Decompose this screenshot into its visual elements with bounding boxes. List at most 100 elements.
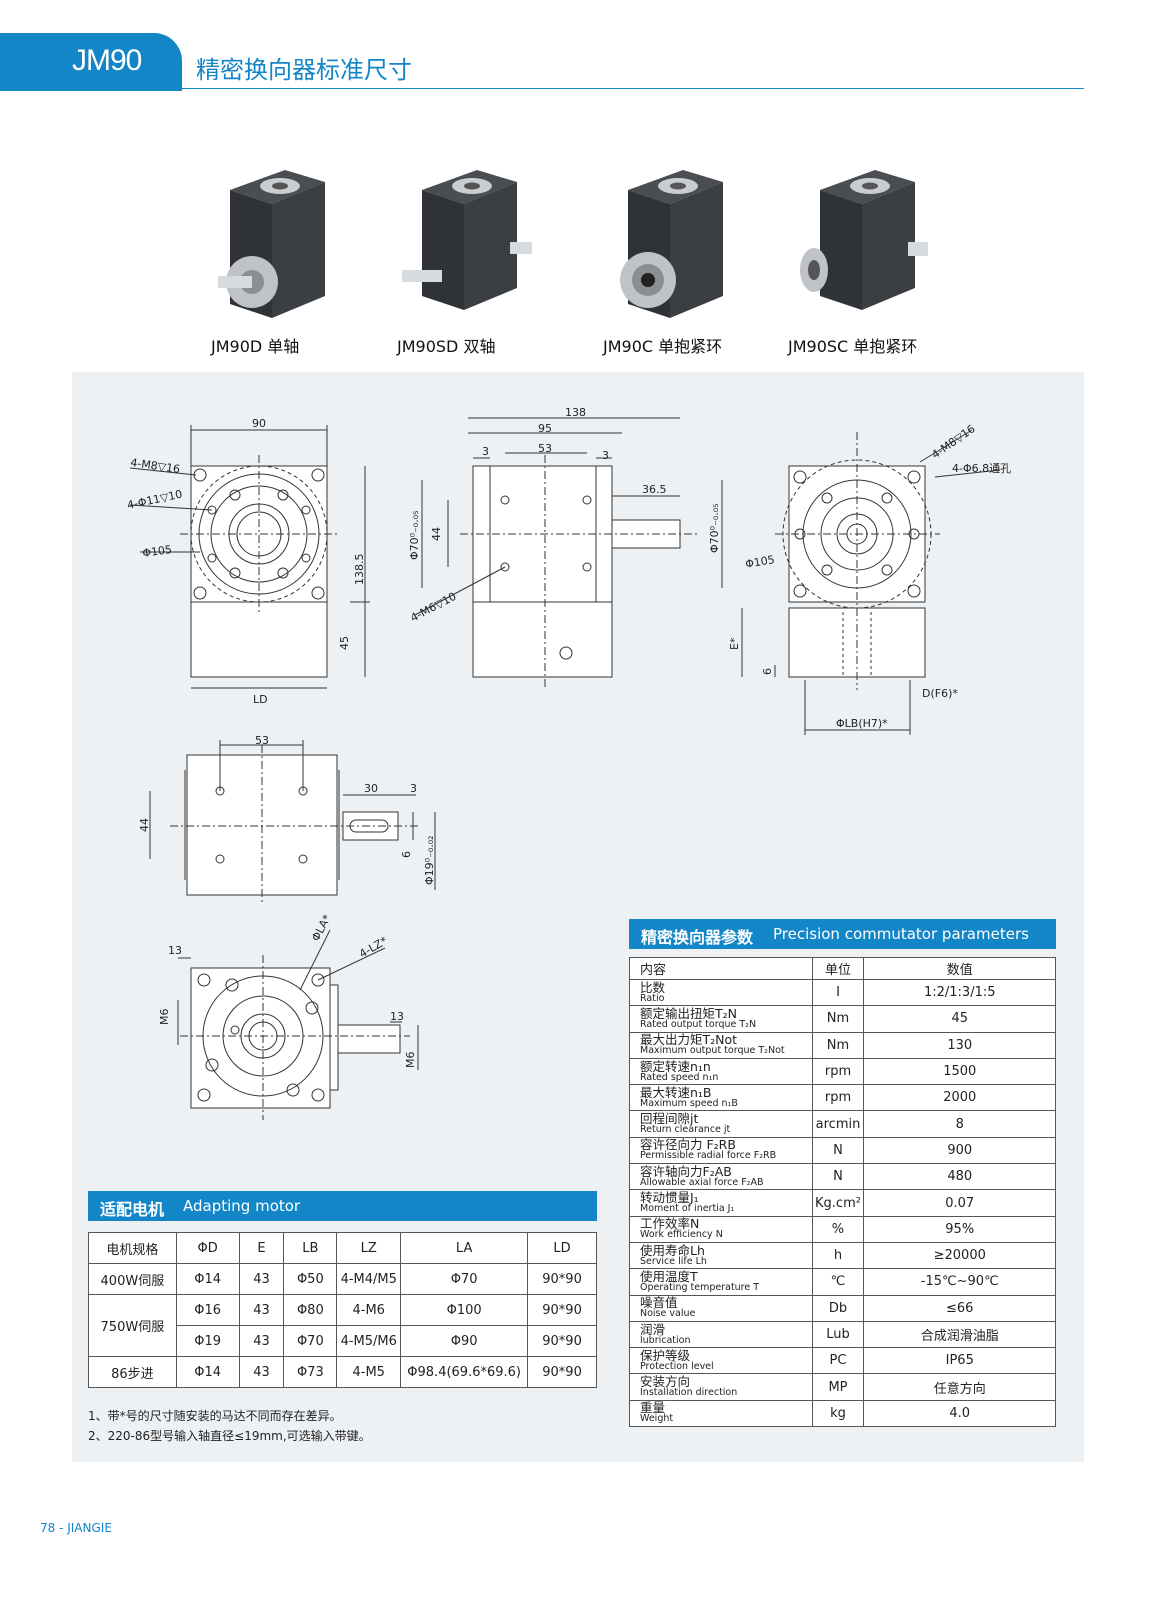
param-name-en: Protection level [640,1360,714,1372]
table-cell: Φ80 [283,1294,338,1326]
flange-view-drawing [741,429,1001,735]
param-name-zh: 容许径向力 F₂RB [640,1137,736,1153]
dimension-label: Φ19⁰₋₀.₀₂ [423,835,436,885]
product-caption: JM90C 单抱紧环 [603,337,723,356]
param-name-zh: 工作效率N [640,1216,700,1232]
page-footer: 78 - JIANGIE [40,1521,112,1535]
param-name-en: Allowable axial force F₂AB [640,1176,764,1188]
dimension-label: ΦLB(H7)* [836,717,888,730]
param-unit: I [811,978,865,1007]
dimension-label: 3 [410,782,417,795]
footnote: 1、带*号的尺寸随安装的马达不同而存在差异。 [88,1409,342,1423]
front-view-drawing [129,425,370,689]
dimension-label: 13 [390,1010,404,1023]
dimension-label: Φ105 [744,553,775,571]
dimension-label: D(F6)* [922,687,958,700]
param-unit: N [811,1163,865,1191]
table-cell: 43 [238,1356,285,1388]
param-name-zh: 额定输出扭矩T₂N [640,1005,737,1021]
param-value: 4.0 [863,1399,1056,1428]
table-cell: Φ100 [400,1294,529,1326]
dimension-label: LD [253,693,268,706]
dimension-label: Φ70⁰₋₀.₀₅ [708,503,721,553]
dimension-label: 36.5 [642,483,667,496]
side-view-drawing [414,417,723,690]
product-caption: JM90SC 单抱紧环 [788,337,918,356]
param-unit: Nm [811,1031,865,1059]
table-cell: Φ98.4(69.6*69.6) [400,1356,529,1388]
table-header-cell: 数值 [863,957,1056,980]
param-unit: Db [811,1294,865,1322]
table-cell: 90*90 [527,1263,597,1295]
param-value: 900 [863,1136,1056,1165]
table-header-row: 内容 单位 数值 [629,957,1056,980]
dimension-label: 95 [538,422,552,435]
param-value: 45 [863,1005,1056,1033]
dimension-label: 4-M6▽10 [408,590,458,625]
table-header-row: 电机规格 ΦD E LB LZ LA LD [88,1232,597,1264]
param-name-en: Weight [640,1413,674,1425]
param-name-en: Maximum speed n₁B [640,1097,738,1109]
table-row: 86步进 Φ14 43 Φ73 4-M5 Φ98.4(69.6*69.6) 90… [88,1356,597,1388]
table-cell: Φ73 [283,1356,338,1388]
table-header-cell: E [238,1232,285,1264]
table-header-cell: LZ [336,1232,402,1264]
param-name-en: Permissible radial force F₂RB [640,1150,777,1162]
param-value: 2000 [863,1084,1056,1112]
motor-section-title: 适配电机 [100,1200,165,1219]
table-header-cell: 内容 [629,957,813,980]
table-header-cell: LB [283,1232,338,1264]
param-unit: Nm [811,1005,865,1033]
table-cell: Φ19 [175,1325,240,1357]
table-row: Φ19 43 Φ70 4-M5/M6 Φ90 90*90 [89,1325,597,1357]
param-name-zh: 重量 [640,1400,666,1416]
param-name-en: Installation direction [640,1387,738,1399]
dimension-label: 4-M8▽16 [130,456,181,476]
table-cell: Φ50 [283,1263,338,1295]
param-value: ≤66 [863,1294,1056,1322]
header-tab [0,33,182,91]
product-image-jm90sd [402,170,532,310]
param-value: 8 [863,1110,1056,1138]
param-unit: N [811,1136,865,1165]
table-cell: Φ70 [283,1325,338,1357]
param-name-en: Maximum output torque T₂Not [640,1045,785,1057]
param-value: 130 [863,1031,1056,1059]
param-unit: MP [811,1373,865,1401]
dimension-label: 45 [338,636,351,650]
param-name-zh: 转动惯量J₁ [640,1190,699,1206]
table-header-cell: ΦD [175,1232,240,1264]
param-name-zh: 使用温度T [640,1268,698,1284]
table-header-cell: 单位 [811,957,865,980]
table-cell: Φ16 [175,1294,240,1326]
param-name-en: Moment of inertia J₁ [640,1203,735,1215]
dimension-label: 138 [565,406,586,419]
motor-table: 电机规格 ΦD E LB LZ LA LD 400W伺服 Φ14 43 Φ50 … [88,1232,597,1388]
dimension-label: M6 [158,1009,171,1026]
dimension-label: E* [728,637,741,650]
table-cell: 43 [238,1263,285,1295]
footnote: 2、220-86型号输入轴直径≤19mm,可选输入带键。 [88,1429,371,1443]
dimension-label: 90 [252,417,266,430]
param-value: 合成润滑油脂 [863,1320,1056,1349]
param-value: 480 [863,1163,1056,1191]
param-name-zh: 最大转速n₁B [640,1084,712,1100]
param-value: -15℃~90℃ [863,1268,1056,1296]
param-unit: kg [811,1399,865,1428]
